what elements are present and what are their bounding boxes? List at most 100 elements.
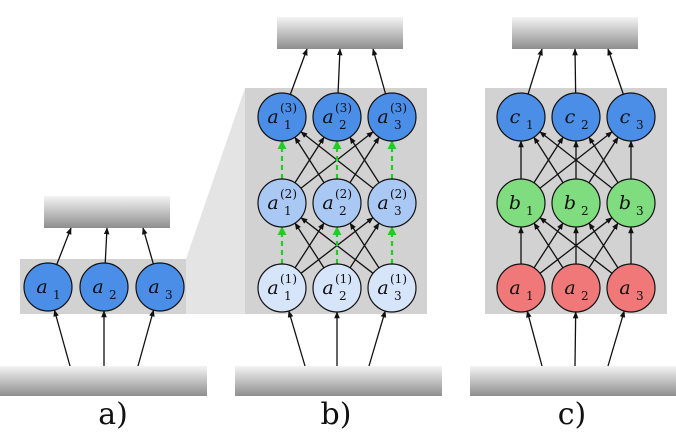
node-label: a (267, 277, 278, 299)
node-circle (257, 92, 307, 142)
node-label: a (322, 192, 333, 214)
node-label: a (564, 277, 575, 299)
edge-to-output (607, 48, 624, 95)
edge-to-output (527, 48, 543, 95)
node-superscript: (2) (335, 187, 352, 201)
node-label: b (509, 192, 521, 214)
node-superscript: (1) (390, 272, 407, 286)
node-subscript: 1 (526, 118, 534, 132)
node-label: a (322, 277, 333, 299)
node-label: a (377, 192, 388, 214)
node-superscript: (2) (390, 187, 407, 201)
node-circle (135, 262, 185, 312)
node-circle (551, 178, 601, 228)
node-circle (496, 92, 546, 142)
node-circle (606, 92, 656, 142)
node-superscript: (1) (280, 272, 297, 286)
node-label: b (564, 192, 576, 214)
node-circle (367, 263, 417, 313)
edge-from-input (368, 310, 387, 367)
node-subscript: 1 (526, 204, 534, 218)
edge-hidden (588, 222, 619, 269)
node-circle (312, 92, 362, 142)
node-subscript: 2 (339, 289, 347, 303)
edge-hidden (294, 222, 325, 269)
edge-to-output (371, 48, 387, 95)
edge-hidden (294, 136, 325, 184)
node-label: b (619, 192, 631, 214)
node-superscript: (1) (335, 272, 352, 286)
edge-to-output (103, 227, 110, 264)
edges-c (518, 48, 634, 367)
node-circle (496, 263, 546, 313)
edge-hidden (533, 222, 564, 269)
node-label: c (620, 106, 631, 128)
panel-label-c: c) (558, 397, 587, 432)
edge-to-output (336, 48, 343, 94)
node-subscript: 2 (339, 204, 347, 218)
node-superscript: (2) (280, 187, 297, 201)
node-circle (23, 262, 73, 312)
node-subscript: 3 (394, 118, 402, 132)
edge-hidden (588, 136, 619, 184)
edge-from-input (526, 310, 543, 367)
node-circle (367, 178, 417, 228)
node-subscript: 3 (394, 204, 402, 218)
node-label: a (267, 106, 278, 128)
node-label: a (619, 277, 630, 299)
node-label: a (92, 276, 103, 298)
skip-connections-b (277, 140, 397, 264)
node-circle (367, 92, 417, 142)
node-label: c (510, 106, 521, 128)
edge-to-output (572, 48, 578, 94)
node-subscript: 1 (284, 204, 292, 218)
node-subscript: 2 (581, 204, 589, 218)
node-subscript: 1 (284, 289, 292, 303)
node-circle (551, 263, 601, 313)
output-bar-b (277, 17, 403, 49)
input-bar-b (235, 366, 442, 396)
node-superscript: (3) (280, 101, 297, 115)
edge-hidden (539, 131, 613, 189)
edge-to-output (56, 227, 72, 265)
node-subscript: 3 (636, 204, 644, 218)
node-subscript: 1 (284, 118, 292, 132)
node-circle (606, 263, 656, 313)
node-circle (312, 178, 362, 228)
node-subscript: 2 (339, 118, 347, 132)
node-superscript: (3) (390, 101, 407, 115)
node-subscript: 1 (526, 289, 534, 303)
node-label: a (377, 277, 388, 299)
edges-a (53, 227, 155, 367)
edges-b (287, 48, 387, 367)
edge-to-output (289, 48, 308, 95)
edge-hidden (349, 222, 380, 269)
panel-label-b: b) (321, 397, 352, 432)
edge-from-input (607, 310, 626, 367)
zoom-wedge (186, 88, 245, 314)
node-label: a (267, 192, 278, 214)
node-circle (79, 262, 129, 312)
node-label: a (36, 276, 47, 298)
node-subscript: 2 (581, 118, 589, 132)
node-circle (312, 263, 362, 313)
input-bar-a (0, 366, 207, 396)
panel-label-a: a) (98, 397, 128, 432)
output-bar-a (44, 196, 170, 228)
node-subscript: 2 (581, 289, 589, 303)
